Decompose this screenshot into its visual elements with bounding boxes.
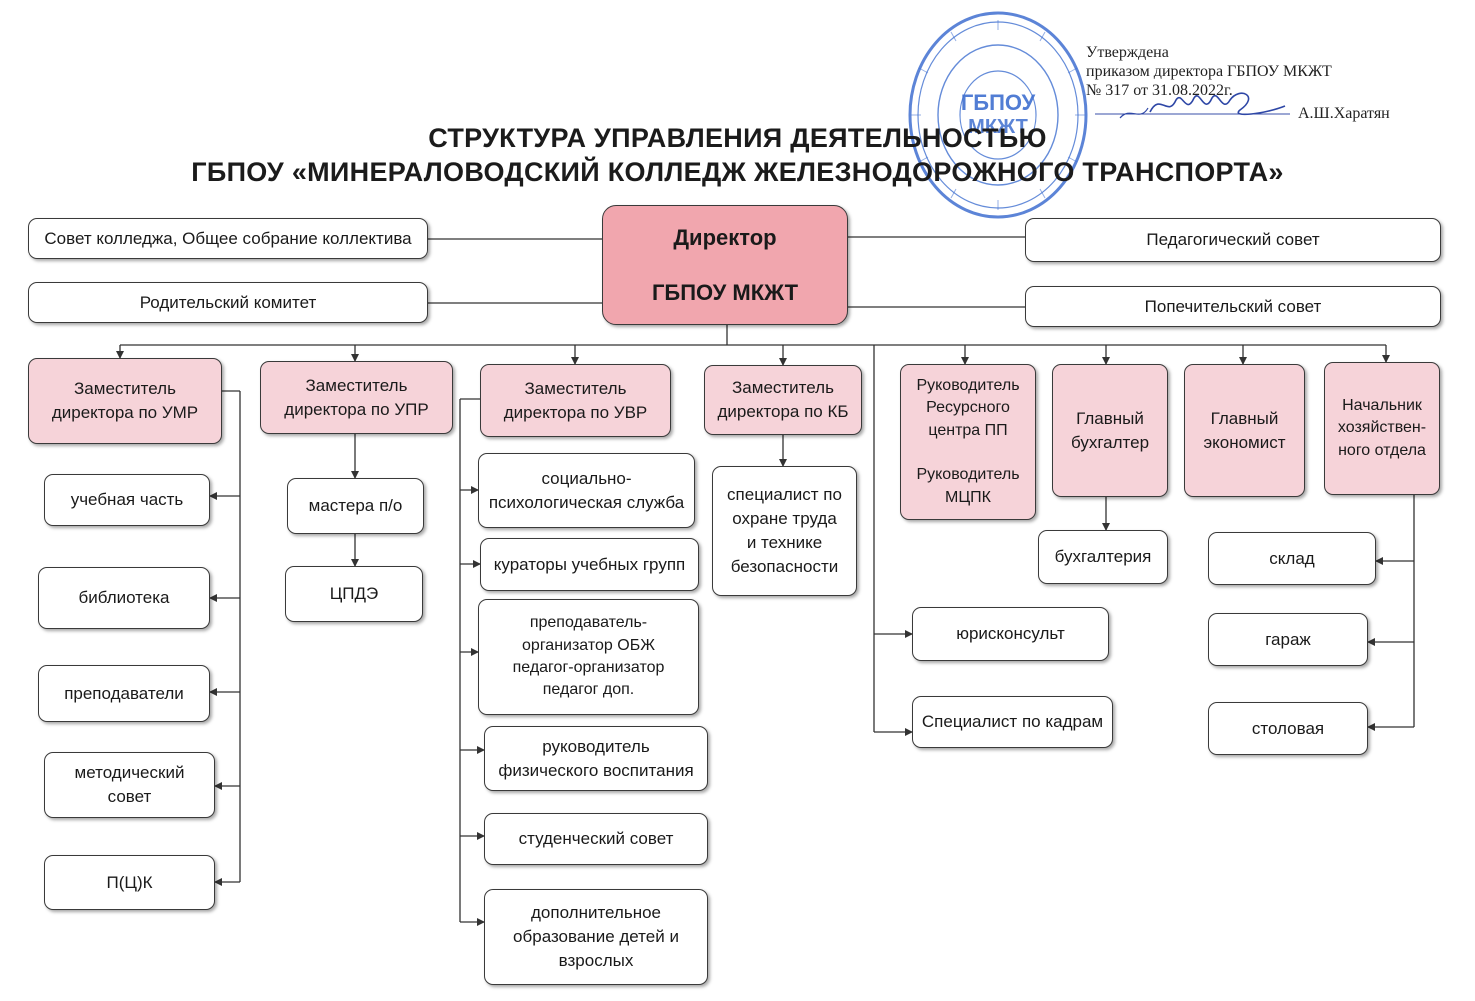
- node-head-household: Начальник хозяйствен- ного отдела: [1324, 362, 1440, 495]
- node-trustees-council: Попечительский совет: [1025, 286, 1441, 327]
- node-deputy-uvr: Заместитель директора по УВР: [480, 364, 671, 437]
- node-warehouse: склад: [1208, 532, 1376, 585]
- node-parents-committee: Родительский комитет: [28, 282, 428, 323]
- node-library: библиотека: [38, 567, 210, 629]
- node-teachers: преподаватели: [38, 665, 210, 722]
- node-obzh-organizer: преподаватель- организатор ОБЖ педагог-о…: [478, 599, 699, 715]
- node-garage: гараж: [1208, 613, 1368, 666]
- node-student-council: студенческий совет: [484, 813, 708, 865]
- node-legal-advisor: юрисконсульт: [912, 607, 1109, 661]
- node-deputy-upr: Заместитель директора по УПР: [260, 361, 453, 434]
- node-curators: кураторы учебных групп: [480, 538, 699, 591]
- approval-block: Утверждена приказом директора ГБПОУ МКЖТ…: [1086, 43, 1332, 100]
- node-chief-accountant: Главный бухгалтер: [1052, 364, 1168, 497]
- node-additional-education: дополнительное образование детей и взрос…: [484, 889, 708, 985]
- node-study-part: учебная часть: [44, 474, 210, 526]
- node-deputy-umr: Заместитель директора по УМР: [28, 358, 222, 444]
- node-hr-specialist: Специалист по кадрам: [912, 696, 1113, 748]
- node-cpde: ЦПДЭ: [285, 566, 423, 622]
- signature-icon: [1095, 92, 1290, 119]
- page-subtitle: ГБПОУ «МИНЕРАЛОВОДСКИЙ КОЛЛЕДЖ ЖЕЛЕЗНОДО…: [191, 157, 1284, 187]
- page-title: СТРУКТУРА УПРАВЛЕНИЯ ДЕЯТЕЛЬНОСТЬЮ: [428, 123, 1047, 153]
- node-deputy-kb: Заместитель директора по КБ: [704, 365, 862, 435]
- node-methodical-council: методический совет: [44, 752, 215, 818]
- approval-signatory: А.Ш.Харатян: [1298, 105, 1390, 122]
- node-psych-service: социально- психологическая служба: [478, 453, 695, 528]
- approval-line-2: приказом директора ГБПОУ МКЖТ: [1086, 63, 1332, 80]
- node-phys-ed: руководитель физического воспитания: [484, 726, 708, 791]
- official-seal: ГБПОУ МКЖТ: [905, 8, 1091, 222]
- node-canteen: столовая: [1208, 702, 1368, 755]
- node-college-council: Совет колледжа, Общее собрание коллектив…: [28, 218, 428, 259]
- approval-line-1: Утверждена: [1086, 44, 1169, 61]
- seal-text-bottom: МКЖТ: [968, 116, 1028, 138]
- node-safety-specialist: специалист по охране труда и технике без…: [712, 466, 857, 596]
- approval-line-3: № 317 от 31.08.2022г.: [1086, 82, 1233, 99]
- seal-text-top: ГБПОУ: [960, 90, 1036, 115]
- node-pck: П(Ц)К: [44, 855, 215, 910]
- node-chief-economist: Главный экономист: [1184, 364, 1305, 497]
- node-pedagogical-council: Педагогический совет: [1025, 218, 1441, 262]
- node-masters: мастера п/о: [287, 478, 424, 534]
- node-head-resource-center: Руководитель Ресурсного центра ПП Руково…: [900, 364, 1036, 520]
- node-director: Директор ГБПОУ МКЖТ: [602, 205, 848, 325]
- node-accounting: бухгалтерия: [1038, 530, 1168, 584]
